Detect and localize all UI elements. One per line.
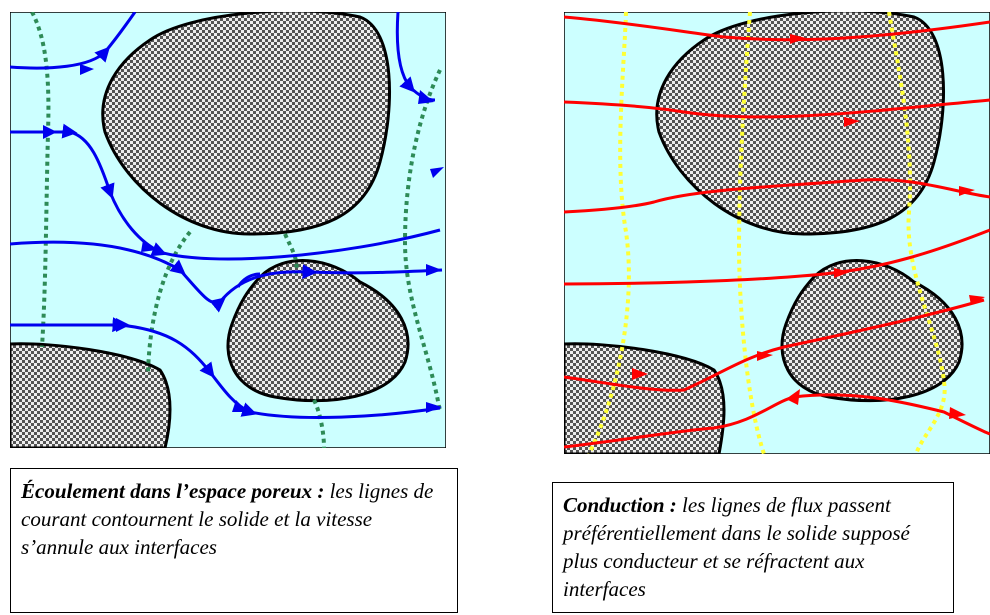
caption-text: les lignes de flux passent préférentiell… [563, 493, 910, 601]
arrowhead [969, 295, 985, 305]
caption-conduction: Conduction : les lignes de flux passent … [552, 482, 954, 613]
iso-velocity-line [30, 12, 51, 348]
arrowhead [116, 318, 130, 332]
arrowhead [80, 64, 94, 75]
arrowhead [757, 351, 773, 361]
streamline [10, 317, 441, 419]
arrowhead [790, 34, 806, 44]
arrowhead [43, 125, 57, 139]
caption-text: les lignes de courant contournent le sol… [21, 479, 434, 559]
streamline [10, 240, 443, 313]
flux-line [564, 178, 990, 214]
caption-title: Écoulement dans l’espace poreux : [21, 479, 325, 503]
arrowhead [632, 368, 648, 380]
isotherm-line [587, 12, 631, 454]
porous-flow-diagram [10, 12, 446, 448]
conduction-diagram [564, 12, 990, 454]
caption-porous-flow: Écoulement dans l’espace poreux : les li… [10, 468, 458, 613]
arrowhead [949, 407, 966, 419]
arrowhead [418, 90, 434, 104]
arrowhead [430, 167, 444, 178]
solid-grain [780, 259, 964, 403]
arrowhead [426, 402, 442, 413]
arrowhead [834, 268, 850, 278]
flux-line [564, 228, 990, 286]
streamline [236, 272, 261, 288]
arrowhead [232, 400, 248, 412]
solid-grain [564, 342, 726, 454]
porous-flow-panel [10, 12, 446, 448]
arrowhead [959, 186, 975, 196]
arrowhead [786, 389, 800, 405]
flux-line [564, 98, 990, 119]
streamline [10, 12, 137, 70]
arrowhead [141, 240, 157, 252]
flux-line [564, 15, 990, 42]
isotherm-line [887, 12, 947, 454]
isotherm-line [736, 12, 766, 454]
iso-velocity-line [402, 69, 442, 413]
iso-velocity-line [312, 399, 326, 448]
flux-line [564, 298, 985, 392]
caption-title: Conduction : [563, 493, 677, 517]
arrowhead [844, 117, 860, 127]
arrowhead [426, 264, 442, 276]
conduction-panel [564, 12, 990, 454]
